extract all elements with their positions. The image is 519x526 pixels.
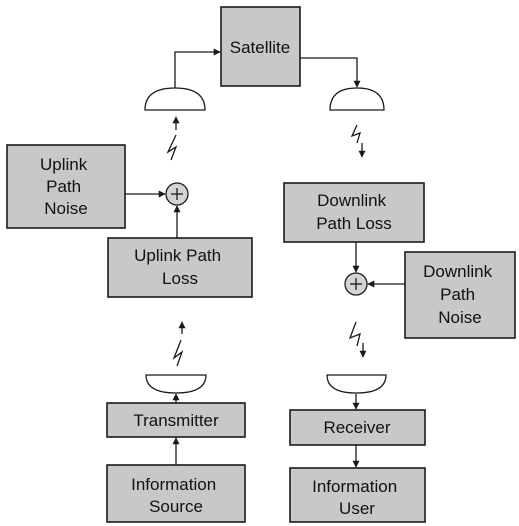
information-source-label: Information Source [131, 475, 221, 516]
uplink-path-loss-block: Uplink Path Loss [107, 237, 253, 298]
information-user-block: Information User [289, 467, 426, 523]
transmitter-label: Transmitter [133, 411, 219, 430]
satellite-receive-antenna [144, 87, 206, 111]
satellite-label: Satellite [230, 38, 290, 57]
downlink-path-loss-block: Downlink Path Loss [283, 182, 425, 243]
downlink-radio-signal-lower [348, 321, 361, 347]
uplink-summing-junction [165, 182, 189, 206]
information-user-label: Information User [312, 477, 402, 518]
uplink-ground-antenna [145, 374, 207, 394]
uplink-radio-signal-lower [172, 339, 184, 367]
uplink-path-noise-block: Uplink Path Noise [6, 144, 126, 229]
receiver-block: Receiver [289, 409, 426, 446]
uplink-to-satellite-arrow [174, 48, 221, 88]
uplink-path-loss-label: Uplink Path Loss [134, 246, 226, 288]
downlink-ground-antenna [326, 374, 387, 394]
downlink-path-noise-block: Downlink Path Noise [404, 251, 516, 339]
satellite-to-downlink-antenna-arrow [300, 57, 361, 88]
downlink-path-noise-label: Downlink Path Noise [423, 262, 497, 327]
uplink-radio-signal-upper [166, 134, 178, 161]
receiver-label: Receiver [323, 418, 390, 437]
downlink-radio-signal-upper [350, 124, 361, 144]
information-source-block: Information Source [106, 464, 246, 523]
downlink-summing-junction [344, 272, 368, 296]
satellite-transmit-antenna [329, 87, 385, 111]
downlink-path-loss-label: Downlink Path Loss [316, 191, 392, 233]
satellite-block: Satellite [220, 6, 301, 87]
uplink-path-noise-label: Uplink Path Noise [40, 155, 92, 218]
transmitter-block: Transmitter [106, 402, 246, 438]
